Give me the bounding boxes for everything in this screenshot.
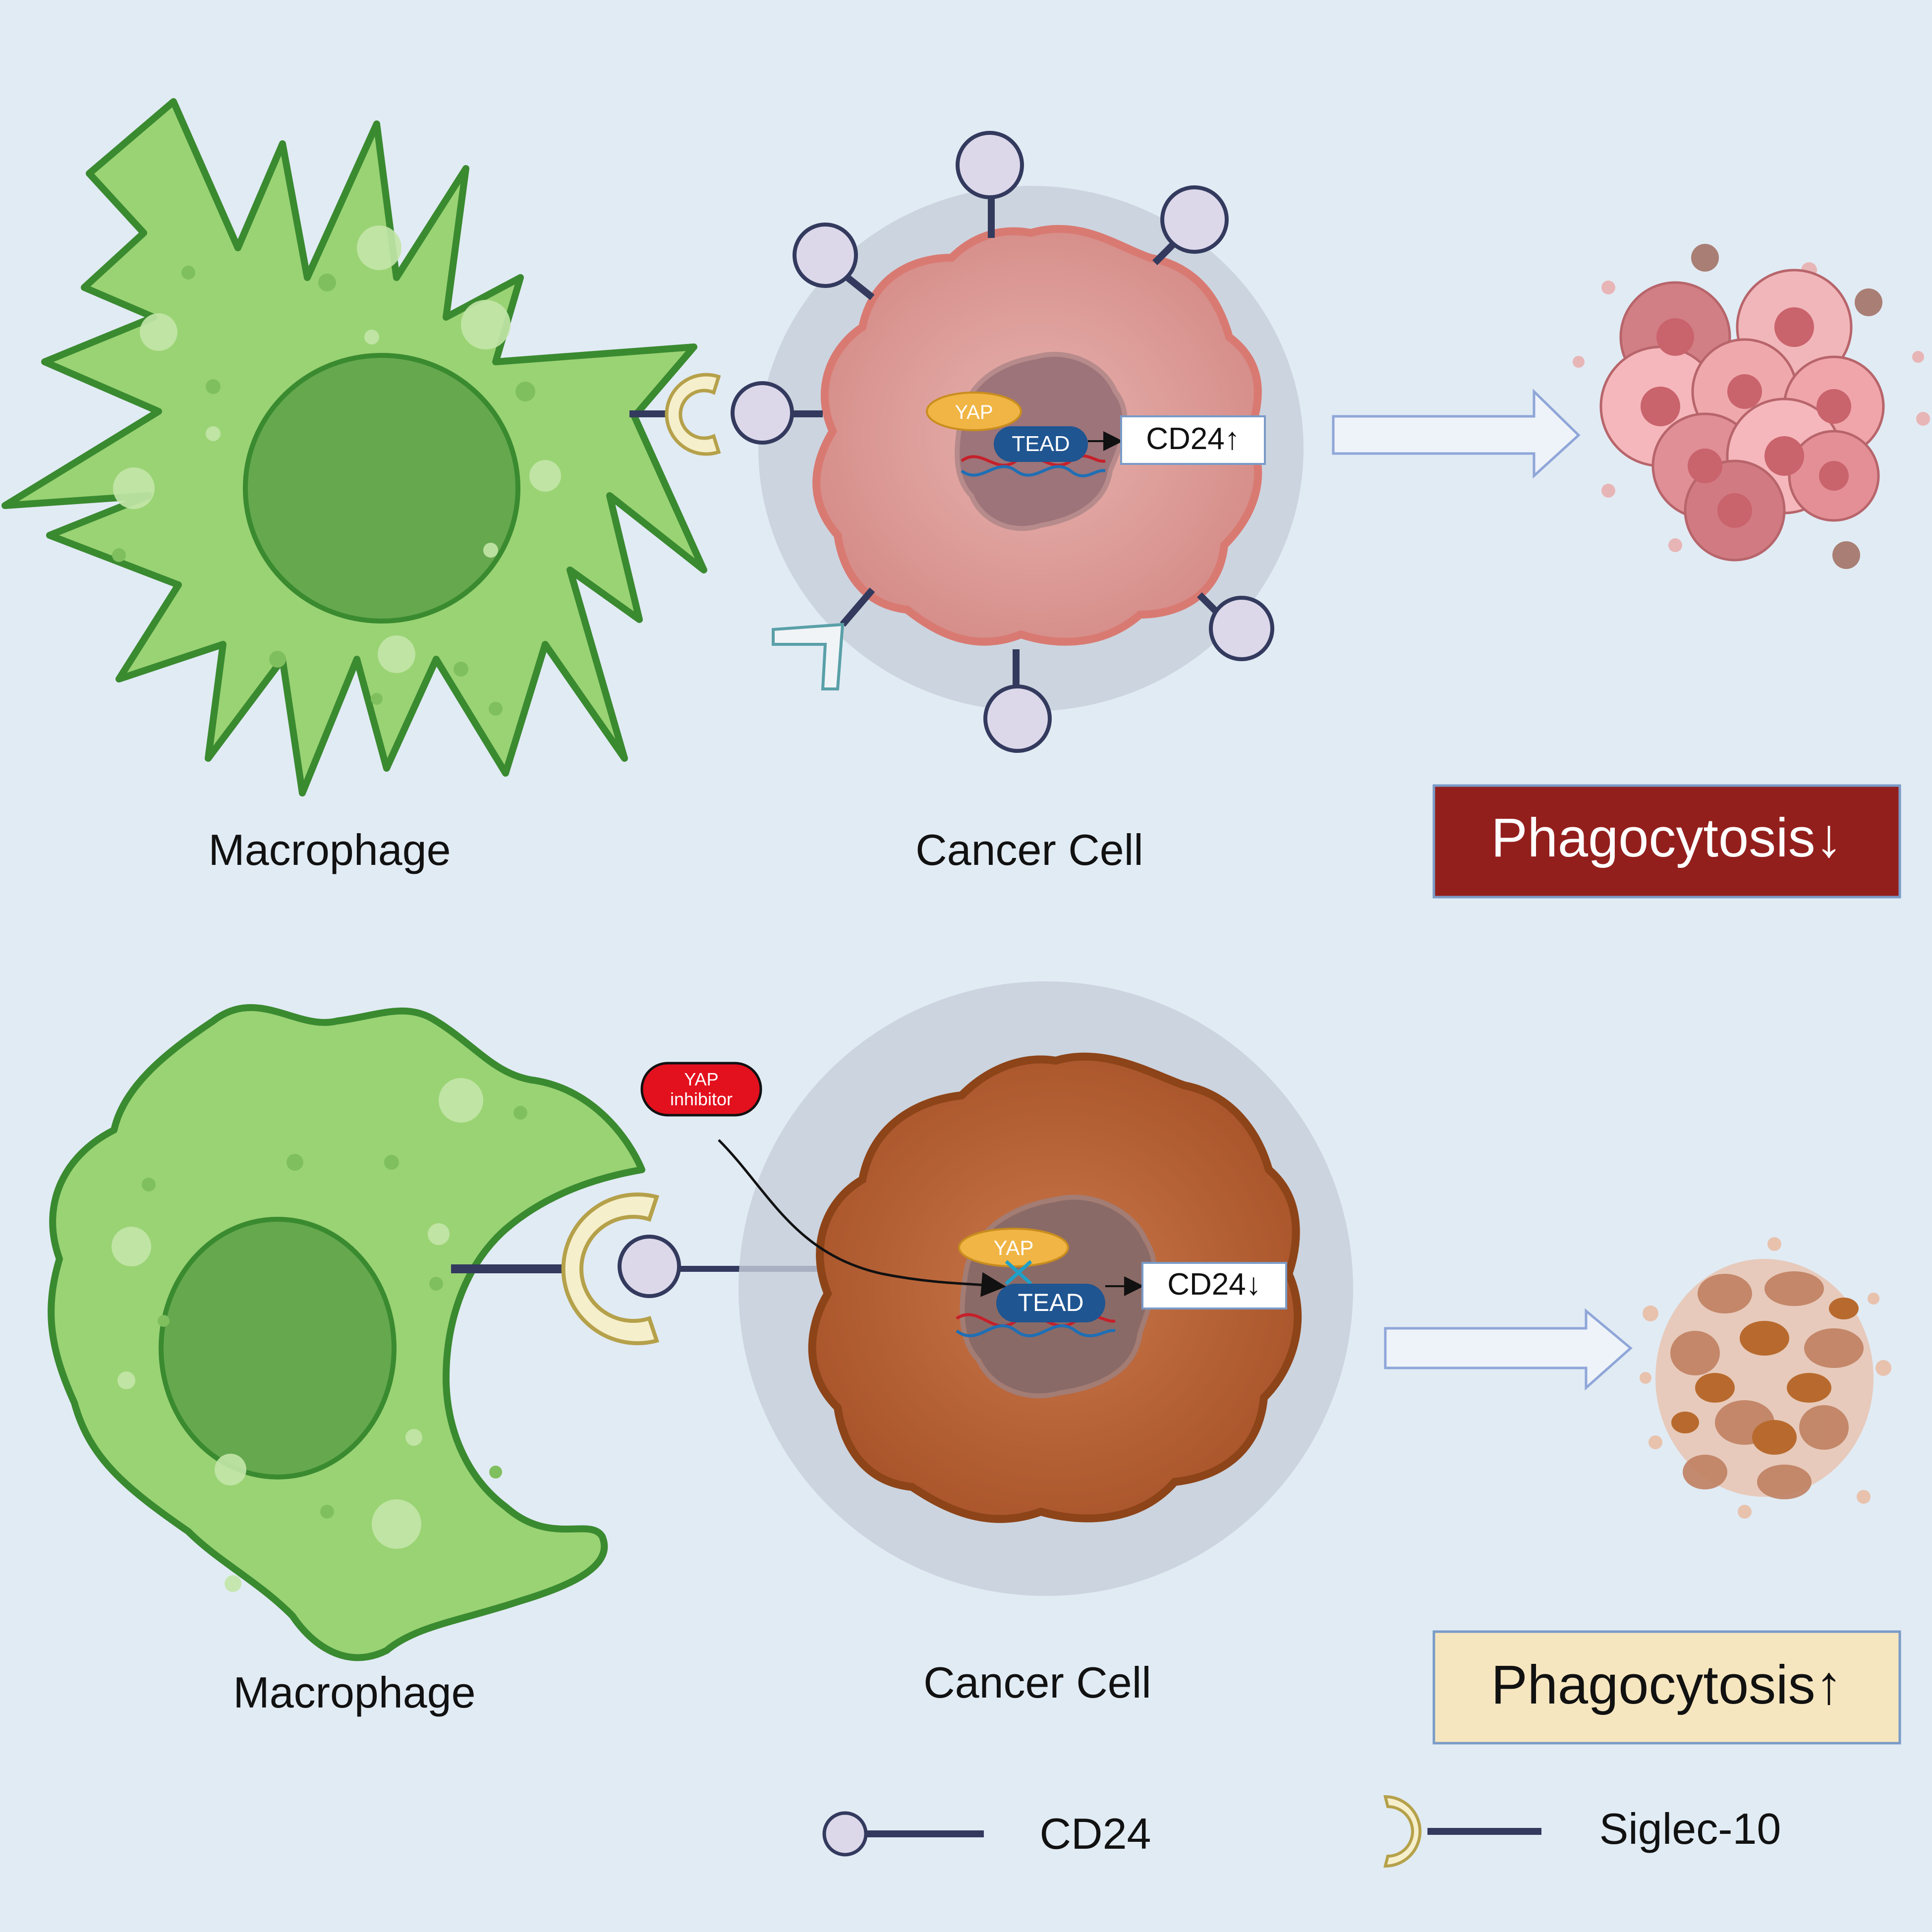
top-macrophage-nucleus xyxy=(243,353,520,624)
legend-siglec10-label: Siglec-10 xyxy=(1599,1804,1781,1853)
top-antibody xyxy=(772,623,845,690)
legend-cd24-label: CD24 xyxy=(1040,1809,1151,1858)
yap-inhibitor-line1: YAP xyxy=(684,1069,718,1089)
top-yap-label: YAP xyxy=(955,401,993,423)
bottom-panel: YAP inhibitor YAP TEAD CD24↓ xyxy=(48,981,1901,1745)
legend: CD24 Siglec-10 xyxy=(822,1795,1781,1868)
bottom-macrophage xyxy=(48,1004,645,1661)
top-macrophage-dots xyxy=(112,266,535,716)
top-siglec10 xyxy=(629,373,721,456)
top-macrophage xyxy=(1,98,707,796)
top-macrophage-label: Macrophage xyxy=(208,825,451,874)
bottom-result-arrow xyxy=(1384,1308,1633,1391)
top-tead xyxy=(994,426,1088,462)
bottom-tead xyxy=(996,1284,1105,1322)
top-result-box xyxy=(1432,784,1901,899)
legend-siglec10-symbol xyxy=(1383,1795,1541,1868)
bottom-macrophage-nucleus xyxy=(159,1217,397,1479)
yap-tead-block-x xyxy=(1005,1260,1032,1285)
top-macrophage-vesicles xyxy=(113,226,561,673)
top-result-arrow xyxy=(1332,389,1581,479)
bottom-macrophage-vesicles xyxy=(112,1078,483,1592)
top-cancer-label: Cancer Cell xyxy=(915,825,1143,874)
bottom-fragmented-cell xyxy=(1640,1237,1891,1519)
top-dying-cells xyxy=(1573,244,1930,569)
bottom-cd24-box xyxy=(1141,1262,1287,1309)
top-cd24-box-label: CD24↑ xyxy=(1146,422,1240,456)
bottom-tead-label: TEAD xyxy=(1018,1289,1083,1316)
bottom-cd24-box-label: CD24↓ xyxy=(1167,1267,1261,1302)
bottom-yap-label: YAP xyxy=(994,1236,1034,1259)
top-panel: YAP TEAD CD24↑ xyxy=(1,98,1930,899)
top-tead-label: TEAD xyxy=(1012,432,1070,456)
top-yap xyxy=(926,392,1022,431)
yap-inhibitor-badge xyxy=(640,1062,762,1117)
bottom-cancer-cell: YAP TEAD CD24↓ xyxy=(739,981,1353,1596)
legend-cd24-symbol xyxy=(822,1811,984,1857)
bottom-macrophage-dots xyxy=(142,1106,527,1519)
top-cd24-box xyxy=(1120,415,1266,465)
yap-inhibitor-arrow xyxy=(718,1139,1006,1297)
bottom-cancer-label: Cancer Cell xyxy=(923,1658,1151,1707)
yap-inhibitor-line2: inhibitor xyxy=(670,1089,733,1109)
bottom-macrophage-label: Macrophage xyxy=(233,1668,475,1717)
top-cancer-cell: YAP TEAD CD24↑ xyxy=(731,131,1304,753)
bottom-result-box xyxy=(1432,1630,1901,1745)
top-result-label: Phagocytosis↓ xyxy=(1491,807,1842,868)
top-cd24-receptors xyxy=(731,131,1274,753)
bottom-result-label: Phagocytosis↑ xyxy=(1491,1654,1842,1715)
